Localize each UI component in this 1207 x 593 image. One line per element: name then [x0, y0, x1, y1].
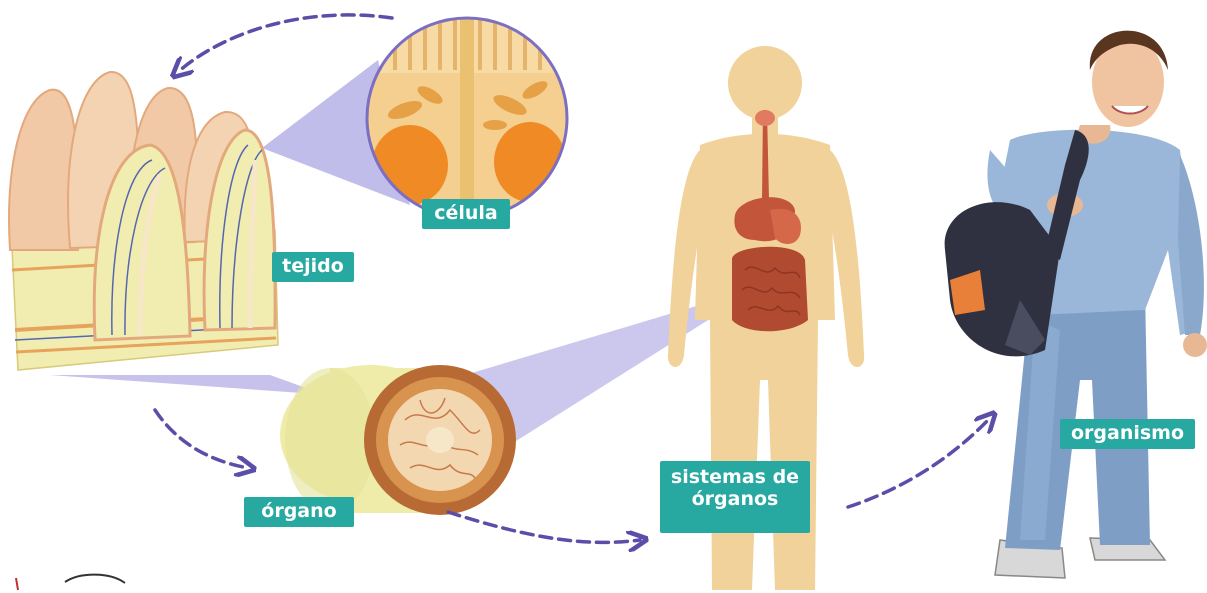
- arrow-organ-to-system: [448, 512, 640, 542]
- label-sistemas-de-organos: sistemas de órganos: [660, 461, 810, 533]
- organ-illustration: [280, 365, 516, 515]
- label-sistemas-line1: sistemas de: [670, 467, 800, 489]
- label-celula: célula: [422, 199, 510, 229]
- label-organismo: organismo: [1060, 419, 1195, 449]
- label-organo: órgano: [244, 497, 354, 527]
- cell-illustration: [367, 18, 567, 218]
- arrow-system-to-organism: [848, 418, 990, 507]
- scan-mark: [16, 575, 125, 590]
- arrow-tissue-to-organ: [155, 410, 248, 468]
- label-tejido: tejido: [272, 252, 354, 282]
- label-sistemas-line2: órganos: [670, 489, 800, 511]
- organism-boy-illustration: [945, 31, 1207, 578]
- arrow-cell-to-tissue: [178, 15, 392, 72]
- tissue-illustration: [9, 72, 278, 370]
